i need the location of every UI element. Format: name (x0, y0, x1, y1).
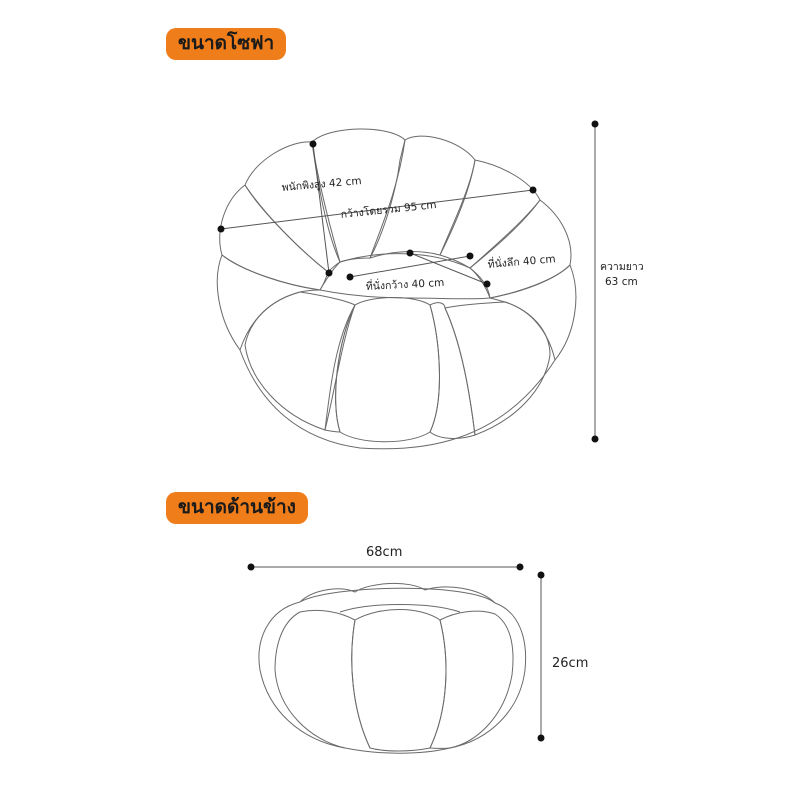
back-petal-center (311, 128, 406, 263)
seat-width-line (349, 255, 471, 278)
sofa-top-view (216, 128, 577, 450)
side-back-lobes (299, 582, 496, 604)
seat-width-label: ที่นั่งกว้าง 40 cm (365, 275, 444, 293)
side-lobe-right (429, 610, 514, 749)
seat-depth-line (409, 252, 488, 285)
backrest-height-line (312, 143, 330, 274)
side-petal-far-left (216, 254, 321, 352)
side-outer-left (258, 601, 346, 749)
side-width-label: 68cm (366, 545, 402, 560)
length-label: ความยาว (600, 261, 644, 273)
front-petal-center-left (324, 304, 356, 433)
front-petal-center (335, 297, 440, 443)
overall-width-line (220, 189, 534, 230)
side-outer-right (449, 602, 527, 749)
side-dimension-labels: 68cm 26cm (366, 545, 588, 671)
top-dimension-labels: พนักพิงสูง 42 cm กว้างโดยรวม 95 cm ที่นั… (281, 175, 644, 293)
top-view-title-badge: ขนาดโซฟา (166, 28, 287, 60)
seat-depth-label: ที่นั่งลึก 40 cm (487, 251, 556, 271)
side-dimension-lines (251, 566, 542, 738)
top-dimension-lines (220, 124, 596, 439)
back-petal-center-right (369, 135, 476, 259)
side-top-rim (299, 587, 496, 604)
side-lobe-center (351, 609, 447, 752)
side-petal-left (219, 184, 329, 291)
side-petal-far-right (489, 264, 577, 362)
side-height-label: 26cm (552, 656, 588, 671)
side-view-title-badge: ขนาดด้านข้าง (166, 492, 308, 524)
side-lobe-left (274, 609, 371, 749)
top-dimension-dots (217, 120, 599, 443)
side-base (344, 747, 451, 754)
sofa-side-view (258, 582, 527, 754)
front-petal-center-right (429, 302, 476, 439)
front-petal-right-outer (444, 301, 551, 436)
seat-inner (319, 253, 491, 300)
overall-width-label: กว้างโดยรวม 95 cm (340, 198, 437, 221)
side-inner-seat (339, 604, 461, 613)
length-value: 63 cm (605, 276, 638, 288)
base-outline (239, 349, 556, 450)
side-dimension-dots (247, 563, 545, 742)
back-petal-left (244, 141, 341, 273)
